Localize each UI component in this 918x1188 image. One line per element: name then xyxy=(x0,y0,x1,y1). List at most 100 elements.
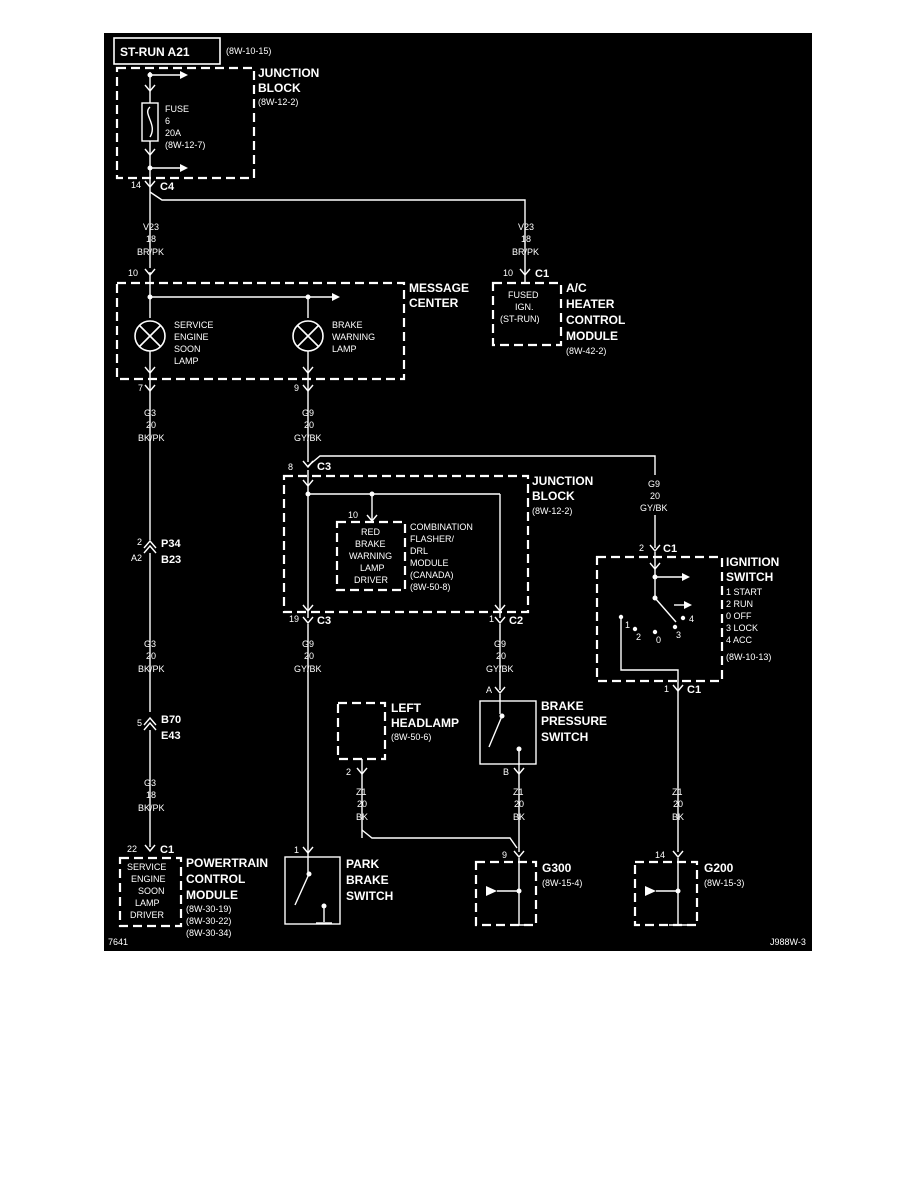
svg-text:HEADLAMP: HEADLAMP xyxy=(391,716,459,730)
ignition-switch: IGNITION SWITCH 1 START 2 RUN 0 OFF 3 LO… xyxy=(595,552,779,694)
svg-text:20: 20 xyxy=(146,651,156,661)
svg-text:1: 1 xyxy=(625,620,630,630)
svg-text:MODULE: MODULE xyxy=(566,329,618,343)
svg-text:(8W-10-13): (8W-10-13) xyxy=(726,652,771,662)
svg-text:20: 20 xyxy=(514,799,524,809)
svg-text:CONTROL: CONTROL xyxy=(186,872,245,886)
svg-text:BLOCK: BLOCK xyxy=(258,81,301,95)
svg-text:GY/BK: GY/BK xyxy=(294,664,322,674)
svg-text:BRAKE: BRAKE xyxy=(332,320,363,330)
junction-block-mid-title: JUNCTION xyxy=(532,474,593,488)
svg-text:18: 18 xyxy=(146,790,156,800)
circuit-ref: (8W-10-15) xyxy=(226,46,271,56)
junction-block-top: JUNCTION BLOCK (8W-12-2) FUSE 6 20A (8W-… xyxy=(115,66,319,190)
svg-text:RED: RED xyxy=(361,527,381,537)
svg-text:IGN.: IGN. xyxy=(515,302,534,312)
svg-text:5: 5 xyxy=(137,718,142,728)
svg-text:HEATER: HEATER xyxy=(566,297,615,311)
park-brake-switch: PARK BRAKE SWITCH xyxy=(284,852,393,925)
svg-text:G9: G9 xyxy=(302,639,314,649)
svg-text:20: 20 xyxy=(496,651,506,661)
svg-text:18: 18 xyxy=(521,234,531,244)
svg-text:1: 1 xyxy=(664,684,669,694)
ground-g300: G300 (8W-15-4) xyxy=(474,858,582,927)
svg-text:SWITCH: SWITCH xyxy=(541,730,588,744)
svg-text:A: A xyxy=(486,685,492,695)
svg-text:(8W-30-22): (8W-30-22) xyxy=(186,916,231,926)
svg-text:GY/BK: GY/BK xyxy=(486,664,514,674)
connector-p34: P34 xyxy=(161,538,181,550)
svg-text:(8W-12-7): (8W-12-7) xyxy=(165,140,205,150)
svg-text:COMBINATION: COMBINATION xyxy=(410,522,473,532)
svg-text:DRIVER: DRIVER xyxy=(354,575,389,585)
svg-text:20: 20 xyxy=(357,799,367,809)
svg-text:BK/PK: BK/PK xyxy=(138,803,165,813)
svg-text:3: 3 xyxy=(676,630,681,640)
svg-text:20: 20 xyxy=(650,491,660,501)
svg-text:LAMP: LAMP xyxy=(360,563,385,573)
svg-text:7: 7 xyxy=(138,383,143,393)
g200-title: G200 xyxy=(704,861,734,875)
svg-text:14: 14 xyxy=(655,850,665,860)
svg-text:CONTROL: CONTROL xyxy=(566,313,625,327)
circuit-title: ST-RUN A21 xyxy=(120,45,190,59)
svg-text:LAMP: LAMP xyxy=(332,344,357,354)
connector-b70: B70 xyxy=(161,714,181,726)
svg-text:LAMP: LAMP xyxy=(174,356,199,366)
ignition-switch-title: IGNITION xyxy=(726,555,779,569)
svg-text:GY/BK: GY/BK xyxy=(294,433,322,443)
junction-block-top-ref: (8W-12-2) xyxy=(258,97,298,107)
ac-module-title: A/C xyxy=(566,281,587,295)
powertrain-control-module: SERVICE ENGINE SOON LAMP DRIVER POWERTRA… xyxy=(118,856,268,938)
svg-text:BLOCK: BLOCK xyxy=(532,489,575,503)
svg-text:V23: V23 xyxy=(143,222,159,232)
svg-text:SERVICE: SERVICE xyxy=(174,320,213,330)
svg-text:BK/PK: BK/PK xyxy=(138,433,165,443)
svg-text:Z1: Z1 xyxy=(672,787,683,797)
svg-text:G3: G3 xyxy=(144,408,156,418)
pin-14-c4: 14 xyxy=(131,180,141,190)
svg-text:(8W-30-19): (8W-30-19) xyxy=(186,904,231,914)
svg-text:C3: C3 xyxy=(317,615,331,627)
svg-text:4 ACC: 4 ACC xyxy=(726,635,753,645)
svg-text:BRAKE: BRAKE xyxy=(346,873,389,887)
svg-text:C1: C1 xyxy=(160,844,174,856)
junction-block-top-title: JUNCTION xyxy=(258,66,319,80)
svg-text:(8W-12-2): (8W-12-2) xyxy=(532,506,572,516)
svg-text:SWITCH: SWITCH xyxy=(726,570,773,584)
svg-text:DRL: DRL xyxy=(410,546,428,556)
svg-text:0: 0 xyxy=(656,635,661,645)
svg-text:CENTER: CENTER xyxy=(409,296,459,310)
svg-text:4: 4 xyxy=(689,614,694,624)
svg-text:10: 10 xyxy=(128,268,138,278)
svg-text:SOON: SOON xyxy=(138,886,165,896)
svg-text:(8W-15-3): (8W-15-3) xyxy=(704,878,744,888)
svg-text:MODULE: MODULE xyxy=(410,558,449,568)
svg-text:20: 20 xyxy=(304,420,314,430)
svg-text:WARNING: WARNING xyxy=(349,551,392,561)
svg-text:C2: C2 xyxy=(509,615,523,627)
diagram-background xyxy=(104,33,812,951)
svg-text:9: 9 xyxy=(502,850,507,860)
svg-text:C1: C1 xyxy=(687,684,701,696)
svg-text:FLASHER/: FLASHER/ xyxy=(410,534,455,544)
svg-text:(8W-50-6): (8W-50-6) xyxy=(391,732,431,742)
svg-text:2: 2 xyxy=(137,537,142,547)
svg-text:V23: V23 xyxy=(518,222,534,232)
svg-text:BK: BK xyxy=(672,812,684,822)
svg-text:BK: BK xyxy=(513,812,525,822)
svg-text:Z1: Z1 xyxy=(356,787,367,797)
message-center: MESSAGE CENTER SERVICE ENGINE SOON LAMP … xyxy=(115,272,469,395)
svg-text:8: 8 xyxy=(288,462,293,472)
svg-text:6: 6 xyxy=(165,116,170,126)
svg-text:1 START: 1 START xyxy=(726,587,763,597)
svg-text:BR/PK: BR/PK xyxy=(512,247,539,257)
svg-text:G9: G9 xyxy=(648,479,660,489)
svg-text:BK: BK xyxy=(356,812,368,822)
svg-text:B: B xyxy=(503,767,509,777)
figure-number-right: J988W-3 xyxy=(770,937,806,947)
svg-text:20: 20 xyxy=(673,799,683,809)
svg-text:9: 9 xyxy=(294,383,299,393)
svg-text:19: 19 xyxy=(289,614,299,624)
